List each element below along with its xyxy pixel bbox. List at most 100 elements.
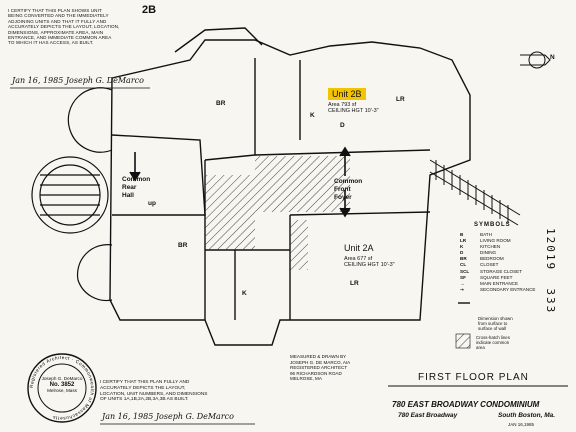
- legend-code: B: [460, 232, 464, 237]
- room-d-2b: D: [340, 122, 345, 129]
- cert-bottom-line: I certify that this plan fully and: [100, 380, 190, 385]
- room-br-2a: BR: [178, 242, 188, 249]
- north-arrow-circle: [528, 51, 546, 69]
- surveyor-line: 96 Richardson Road: [290, 370, 342, 376]
- cert-top-line: accurately depicts the layout, location,: [8, 24, 120, 30]
- legend-code: cl: [460, 262, 467, 268]
- building-outline: [109, 39, 471, 346]
- main-entrance-arrow-2b: [339, 146, 351, 176]
- front-foyer-line: Front: [334, 186, 351, 193]
- legend-hatch-swatch: [455, 333, 471, 349]
- wall-rear-hall: [111, 134, 206, 216]
- room-lr-2a: LR: [350, 280, 359, 287]
- seal-outer-ring: [27, 353, 97, 423]
- cert-top-line: entrance, and immediate common area: [8, 35, 112, 41]
- legend-label: Square Feet: [480, 274, 513, 280]
- room-lr-2b: LR: [396, 96, 405, 103]
- dims-note-line: surface of wall: [478, 326, 507, 331]
- stair-hatch: [290, 220, 308, 270]
- legend-label: Closet: [480, 262, 499, 268]
- north-label: N: [550, 54, 555, 61]
- seal-city: Melrose, Mass: [47, 388, 77, 393]
- unit-2a-name: Unit 2A: [344, 243, 374, 253]
- legend-label: Storage Closet: [480, 268, 523, 274]
- dims-note-line: from surface to: [478, 321, 508, 326]
- north-arrow: [520, 54, 551, 66]
- margin-number: 12019 333: [544, 228, 557, 314]
- cert-bottom-line: accurately depicts the layout,: [100, 385, 186, 391]
- certificate-top: I certify that this plan shows Unit bein…: [8, 8, 158, 46]
- legend-label: Secondary Entrance: [480, 286, 536, 292]
- cert-top-line: to which it has access, as built.: [8, 40, 94, 46]
- legend-label: Main Entrance: [480, 280, 519, 286]
- surveyor-line: Joseph G. De Marco, AIA: [290, 359, 351, 365]
- crosshatch-note-line: indicate common: [476, 340, 510, 345]
- rear-hall-line: Common: [122, 176, 151, 183]
- legend-code: scl: [460, 268, 470, 274]
- cert-bottom-line: of units 1A,1B,2A,2B,3A,3B as built.: [100, 397, 189, 403]
- bay-window: [174, 27, 263, 53]
- legend-code: D: [460, 250, 464, 256]
- turret-stair: [40, 174, 100, 216]
- legend-code: →: [460, 280, 465, 286]
- exterior-stair: [429, 159, 521, 226]
- seal-center: Joseph G. DeMarco No. 3852 Melrose, Mass: [38, 376, 86, 394]
- legend-item: D Dining: [460, 250, 535, 256]
- wall-2a-north: [289, 211, 431, 216]
- legend-code: LR: [460, 238, 467, 244]
- common-front-foyer-label: Common Front Foyer: [334, 178, 362, 202]
- stair-up-label: up: [148, 200, 156, 207]
- room-k-2b: K: [310, 112, 315, 119]
- legend-label: Kitchen: [480, 244, 501, 250]
- legend-label: Bedroom: [480, 256, 504, 262]
- crosshatch-note: Cross-hatch lines indicate common area: [476, 335, 510, 350]
- crosshatch-note-line: Cross-hatch lines: [476, 335, 510, 340]
- turret-lower: [76, 244, 113, 302]
- cert-unit-ref: 2B: [142, 4, 157, 16]
- rear-hall-line: Rear: [122, 184, 137, 191]
- cert-top-line: I certify that this plan shows Unit: [8, 8, 102, 13]
- city: South Boston, Ma.: [498, 412, 556, 419]
- symbols-legend: B Bath LRLiving Room KKitchen D Dining BR B…: [460, 232, 535, 293]
- main-entrance-arrow-2a: [339, 190, 351, 218]
- unit-2b-label: Unit 2B Area 793 sf CEILING HGT 10'-3": [328, 84, 379, 114]
- cert-top-line: adjoining units and that it fully and: [8, 18, 107, 24]
- legend-item: ⇢ Secondary Entrance: [460, 287, 535, 293]
- margin-number-a: 12019: [544, 228, 557, 272]
- address: 780 East Broadway: [398, 412, 458, 419]
- dims-note-line: Dimension shown: [478, 316, 513, 321]
- surveyor-block: Measured & drawn by Joseph G. De Marco, …: [290, 354, 350, 382]
- legend-label: Dining: [480, 250, 497, 256]
- legend-item: scl Storage Closet: [460, 269, 535, 275]
- turret-round: [31, 156, 109, 234]
- symbols-title: SYMBOLS: [474, 222, 511, 228]
- common-foyer-hatch: [255, 156, 350, 212]
- rear-entrance-arrow: [129, 152, 141, 182]
- unit-2b-ceiling: CEILING HGT 10'-3": [328, 108, 379, 114]
- legend-label: Bath: [480, 232, 492, 237]
- unit-2a-area: Area 677 sf: [344, 256, 373, 262]
- unit-2b-area: Area 793 sf: [328, 102, 357, 108]
- turret-upper: [67, 87, 113, 153]
- unit-2a-ceiling: CEILING HGT 10'-3": [344, 262, 395, 268]
- room-k-2a: K: [242, 290, 247, 297]
- front-foyer-line: Foyer: [334, 194, 352, 201]
- legend-code: sf: [460, 274, 466, 280]
- project-name: 780 EAST BROADWAY CONDOMINIUM: [392, 400, 540, 409]
- cert-top-line: being converted and the immediately: [8, 13, 109, 19]
- legend-item: → Main Entrance: [460, 281, 535, 287]
- seal-inner-ring: [37, 363, 87, 413]
- common-hall-hatch: [205, 175, 255, 250]
- legend-item: sf Square Feet: [460, 275, 535, 281]
- unit-2a-label: Unit 2A Area 677 sf CEILING HGT 10'-3": [344, 238, 395, 268]
- legend-code: BR: [460, 256, 467, 262]
- wall-2b-west: [204, 58, 256, 161]
- surveyor-line: Melrose, MA: [290, 376, 322, 382]
- legend-item: LRLiving Room: [460, 238, 535, 244]
- seal-number: No. 3852: [49, 382, 75, 388]
- legend-item: KKitchen: [460, 244, 535, 250]
- dims-note: Dimension shown from surface to surface …: [478, 316, 513, 331]
- legend-code: ⇢: [460, 286, 464, 292]
- surveyor-line: Measured & drawn by: [290, 354, 347, 359]
